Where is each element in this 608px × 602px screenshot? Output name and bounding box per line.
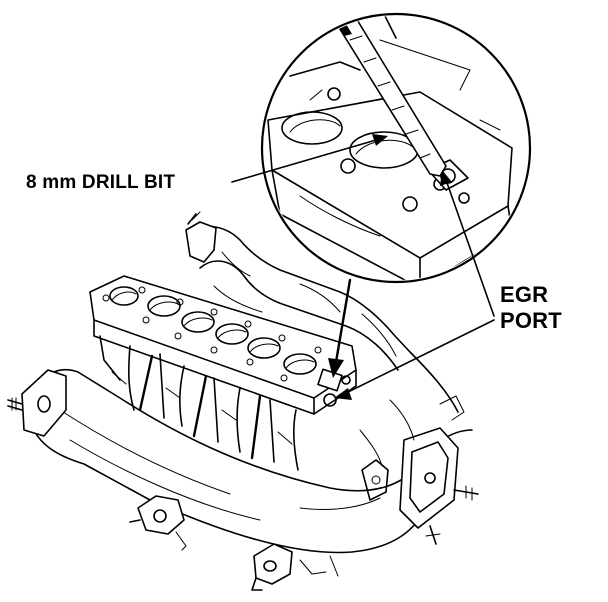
egr-port-label: EGR PORT xyxy=(500,282,562,334)
drill-bit-leader xyxy=(231,139,377,183)
flange-bolt-holes xyxy=(102,286,322,382)
intake-port-openings xyxy=(109,286,317,375)
detail-magnifier xyxy=(260,12,532,284)
egr-port-label-line1: EGR xyxy=(500,282,549,307)
throttle-body-flange xyxy=(399,427,479,545)
lower-outlet xyxy=(251,543,339,591)
rear-mounting-boss xyxy=(185,221,217,263)
intake-manifold xyxy=(7,211,479,591)
manifold-side-detail xyxy=(359,395,465,501)
egr-leader-manifold xyxy=(343,319,495,395)
drill-bit-label: 8 mm DRILL BIT xyxy=(26,172,176,193)
manifold-rear-runners xyxy=(189,225,459,413)
lower-stud-boss xyxy=(129,495,187,551)
intake-runners xyxy=(99,335,299,471)
magnifier-pointer-arrow xyxy=(334,278,352,364)
egr-port xyxy=(317,368,351,407)
manifold-rear-runners-inner xyxy=(199,260,399,371)
left-end-bracket xyxy=(7,369,67,437)
egr-leader-detail xyxy=(445,179,495,317)
egr-port-label-line2: PORT xyxy=(500,308,562,333)
callout-leaders xyxy=(231,134,495,400)
